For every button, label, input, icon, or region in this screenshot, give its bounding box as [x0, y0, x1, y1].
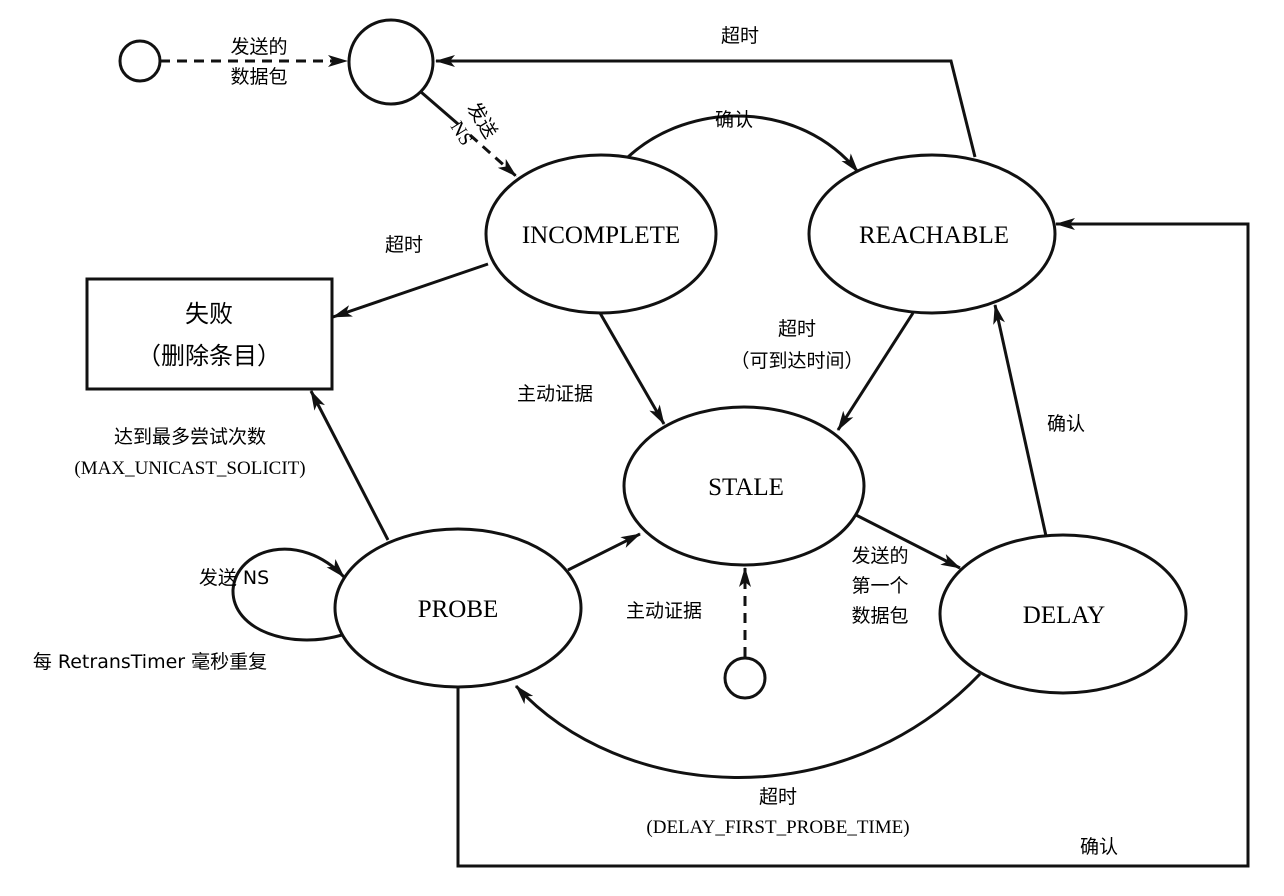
label-confirm-top: 确认	[715, 109, 753, 131]
state-incomplete-label: INCOMPLETE	[522, 222, 680, 249]
start-node-bottom	[723, 656, 767, 700]
state-stale-label: STALE	[708, 474, 784, 501]
label-timeout-top: 超时	[721, 25, 759, 47]
start-node-left	[118, 39, 162, 83]
failure-subtitle: （删除条目）	[137, 342, 281, 370]
edge-node-to-incomplete-dashed	[469, 133, 517, 178]
edge-delay-to-probe	[514, 672, 982, 779]
label-first-packet-3: 数据包	[851, 605, 908, 627]
edge-reachable-to-node	[435, 55, 977, 158]
failure-box	[85, 277, 334, 391]
edge-node-to-incomplete-solid	[420, 90, 459, 126]
state-stale	[622, 405, 866, 567]
edge-probe-to-reachable	[456, 218, 1250, 868]
label-probe-loop-repeat: 每 RetransTimer 毫秒重复	[33, 651, 267, 673]
state-reachable	[807, 153, 1057, 315]
failure-title: 失败	[185, 300, 233, 328]
state-delay	[938, 533, 1188, 695]
start-node-top	[347, 18, 435, 106]
state-probe-label: PROBE	[418, 596, 499, 623]
label-timeout-reachable-2: （可到达时间）	[730, 350, 863, 372]
label-timeout-delay-2: (DELAY_FIRST_PROBE_TIME)	[646, 817, 909, 838]
label-timeout-delay-1: 超时	[759, 786, 797, 808]
edge-probe-to-stale	[567, 532, 641, 572]
label-proactive-probe: 主动证据	[626, 600, 702, 622]
label-first-packet-2: 第一个	[851, 575, 908, 597]
label-sent-packet-2: 数据包	[230, 66, 287, 88]
edge-probe-to-failure	[309, 390, 390, 541]
label-proactive-incomplete: 主动证据	[517, 383, 593, 405]
edge-delay-to-reachable	[993, 304, 1048, 537]
label-max-attempts-1: 达到最多尝试次数	[114, 426, 266, 448]
state-reachable-label: REACHABLE	[859, 222, 1009, 249]
edge-incomplete-to-failure	[332, 262, 489, 319]
label-timeout-incomplete: 超时	[385, 234, 423, 256]
edge-stale-to-delay	[855, 513, 961, 570]
label-sent-packet-1: 发送的	[230, 36, 287, 58]
label-probe-loop-send: 发送 NS	[199, 567, 269, 589]
edge-reachable-to-stale	[836, 312, 915, 431]
edge-incomplete-to-reachable	[626, 114, 860, 173]
label-timeout-reachable-1: 超时	[778, 318, 816, 340]
label-first-packet-1: 发送的	[851, 545, 908, 567]
state-delay-label: DELAY	[1023, 602, 1105, 629]
edge-probe-self-loop	[231, 547, 346, 642]
edge-incomplete-to-stale	[598, 312, 666, 425]
label-max-attempts-2: (MAX_UNICAST_SOLICIT)	[74, 458, 305, 479]
label-confirm-delay: 确认	[1047, 413, 1085, 435]
label-confirm-bottom: 确认	[1080, 836, 1118, 858]
